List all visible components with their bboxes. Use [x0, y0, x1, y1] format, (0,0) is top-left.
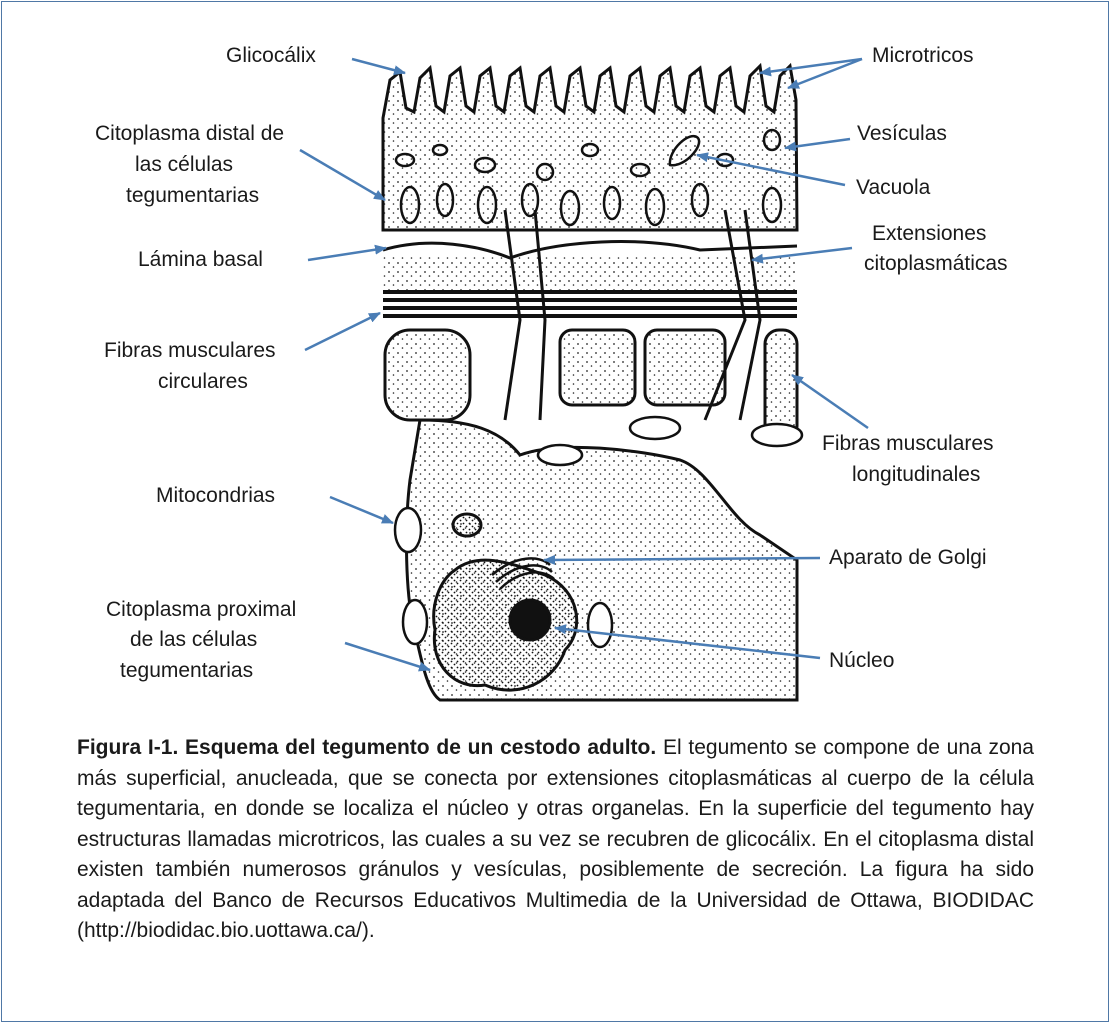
arrow-lamina-basal [308, 248, 386, 260]
label-extensiones-2: citoplasmáticas [864, 252, 1008, 275]
label-lamina-basal: Lámina basal [138, 248, 263, 271]
arrow-citoplasma-distal [300, 150, 385, 200]
label-citoplasma-distal-1: Citoplasma distal de [95, 122, 284, 145]
label-fibras-circulares-1: Fibras musculares [104, 339, 276, 362]
label-extensiones-1: Extensiones [872, 222, 986, 245]
label-mitocondrias: Mitocondrias [156, 484, 275, 507]
arrow-mitocondrias [330, 497, 393, 523]
label-vesiculas: Vesículas [857, 122, 947, 145]
label-glicocalix: Glicocálix [226, 44, 316, 67]
illustration [383, 66, 802, 700]
label-nucleo: Núcleo [829, 649, 894, 672]
label-citoplasma-distal-3: tegumentarias [126, 184, 259, 207]
label-golgi: Aparato de Golgi [829, 546, 987, 569]
label-citoplasma-proximal-1: Citoplasma proximal [106, 598, 296, 621]
arrow-fibras-longitudinales [792, 375, 868, 428]
arrow-fibras-circulares [305, 313, 380, 350]
label-citoplasma-proximal-3: tegumentarias [120, 659, 253, 682]
arrow-extensiones [752, 248, 852, 260]
label-fibras-circulares-2: circulares [158, 370, 248, 393]
figure-caption: Figura I-1. Esquema del tegumento de un … [77, 733, 1034, 947]
label-citoplasma-distal-2: las células [135, 153, 233, 176]
caption-title: Figura I-1. Esquema del tegumento de un … [77, 736, 656, 759]
label-citoplasma-proximal-2: de las células [130, 628, 257, 651]
label-microtricos: Microtricos [872, 44, 974, 67]
circular-muscle [383, 292, 797, 316]
label-fibras-longitudinales-1: Fibras musculares [822, 432, 994, 455]
label-fibras-longitudinales-2: longitudinales [852, 463, 980, 486]
arrow-glicocalix [352, 59, 405, 73]
label-vacuola: Vacuola [856, 176, 931, 199]
caption-text: El tegumento se compone de una zona más … [77, 736, 1034, 942]
